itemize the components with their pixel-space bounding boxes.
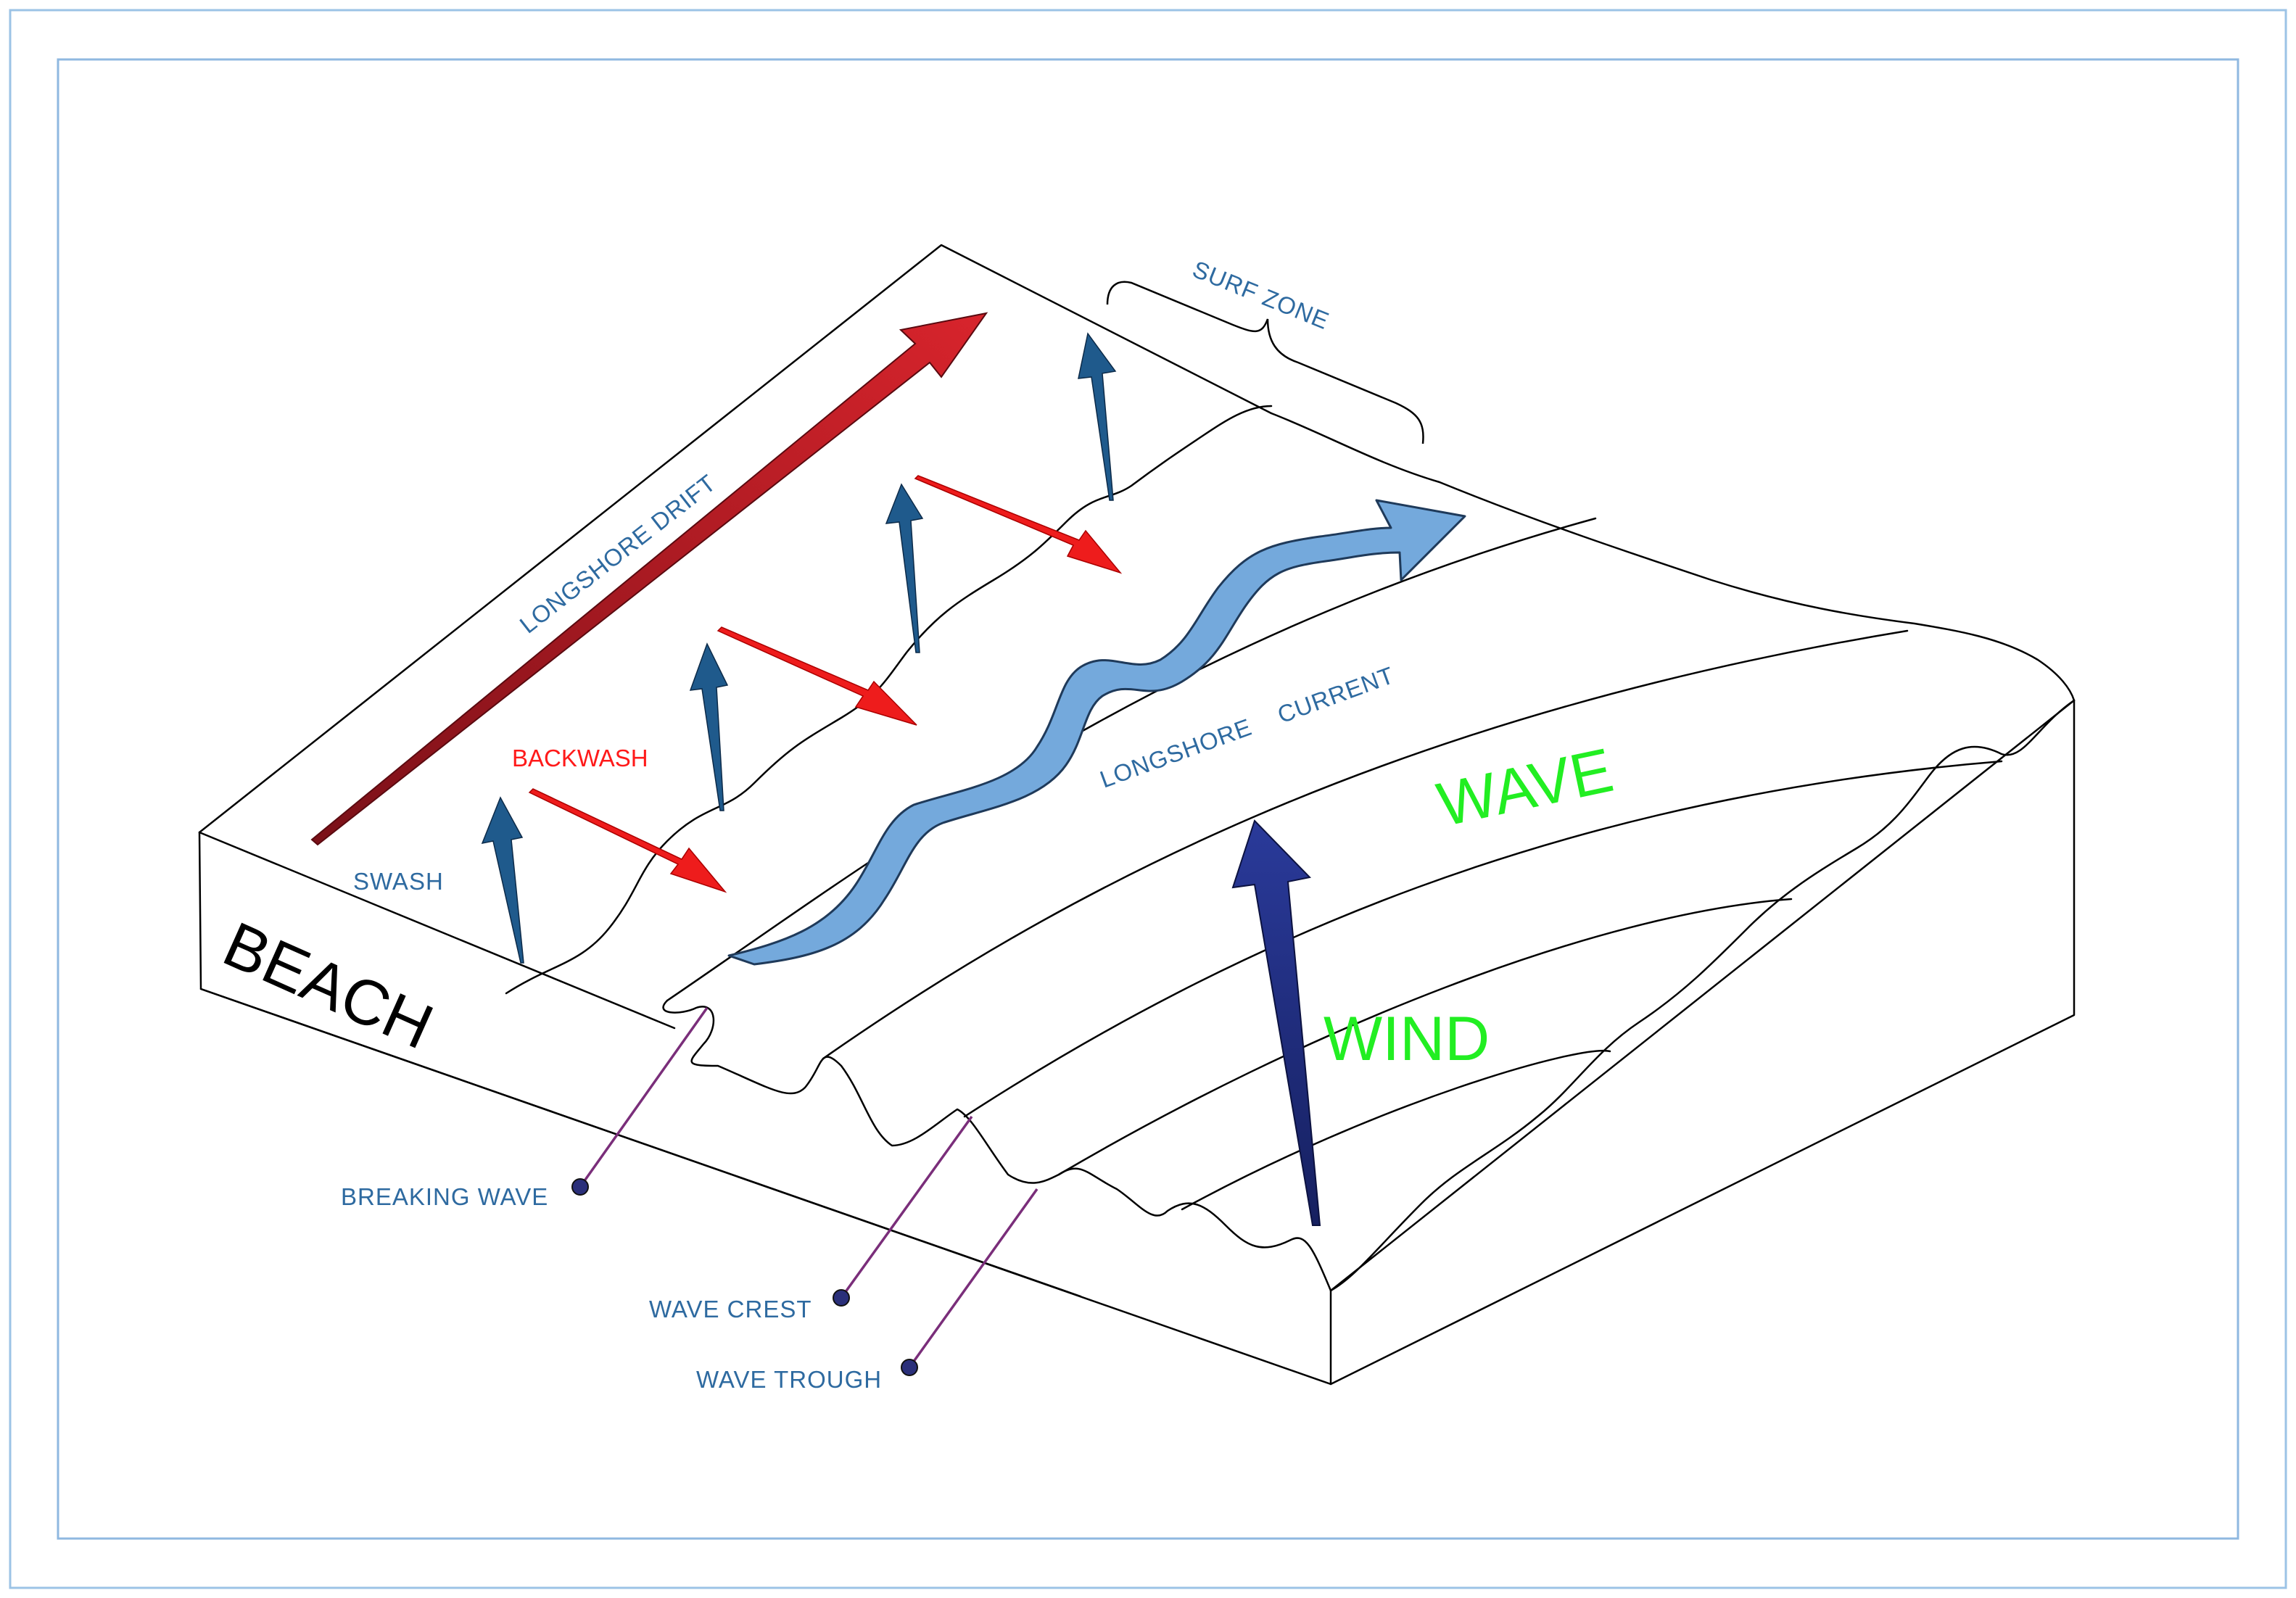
breaking-wave-dot <box>571 1178 589 1196</box>
wave-crest-label: WAVE CREST <box>649 1296 812 1322</box>
surf-zone-waves <box>662 412 2076 1292</box>
surf-zone-brace <box>1106 281 1424 444</box>
shoreline <box>505 405 1273 995</box>
breaking-wave-leader <box>579 1006 709 1188</box>
wave-crest-line-2 <box>822 629 1909 1060</box>
wave-crest-dot <box>833 1289 850 1307</box>
block-outline <box>198 244 2076 1386</box>
wave-crest-leader <box>840 1115 973 1299</box>
longshore-drift-label: LONGSHORE DRIFT <box>515 469 722 639</box>
wave-trough-leader <box>908 1188 1038 1369</box>
backwash-arrow-2 <box>717 626 917 726</box>
right-face <box>1329 699 2076 1386</box>
wind-label: WIND <box>1323 1004 1490 1074</box>
swash-arrow-2 <box>689 642 729 811</box>
surf-ridge <box>1270 412 2076 702</box>
wind-arrow <box>1231 819 1321 1226</box>
swash-arrow-4 <box>1078 332 1117 501</box>
wave-crest-line-4 <box>1057 898 1793 1176</box>
backwash-arrow-3 <box>914 475 1123 574</box>
wave-trough-label: WAVE TROUGH <box>696 1366 882 1393</box>
beach-label: BEACH <box>213 908 443 1063</box>
breaking-wave-label: BREAKING WAVE <box>341 1183 548 1210</box>
right-wave-profile <box>1329 699 2076 1292</box>
beach-slope-edge <box>198 831 676 1030</box>
wave-label: WAVE <box>1432 735 1619 840</box>
beach-top-surface <box>198 244 1273 834</box>
swash-arrow-1 <box>481 796 524 964</box>
seafloor-line <box>199 988 1082 1298</box>
leader-lines <box>571 1006 1038 1376</box>
surf-zone-label: SURF ZONE <box>1189 255 1333 334</box>
longshore-drift-arrow <box>310 312 988 846</box>
wave-crest-line-3 <box>963 760 2003 1118</box>
swash-arrow-3 <box>885 483 924 653</box>
wave-crest-line-5 <box>1181 1049 1611 1211</box>
backwash-arrows <box>528 475 1123 893</box>
wave-trough-dot <box>901 1359 918 1376</box>
backwash-label: BACKWASH <box>512 745 648 771</box>
longshore-current-arrow <box>727 499 1466 966</box>
swash-arrows <box>481 332 1117 964</box>
swash-label: SWASH <box>353 868 444 895</box>
outer-frame <box>9 9 2287 1589</box>
breaking-wave-curl <box>662 999 1332 1292</box>
backwash-arrow-1 <box>528 788 727 893</box>
inner-frame <box>57 58 2239 1540</box>
block-bottom-edge <box>1329 699 2076 1292</box>
